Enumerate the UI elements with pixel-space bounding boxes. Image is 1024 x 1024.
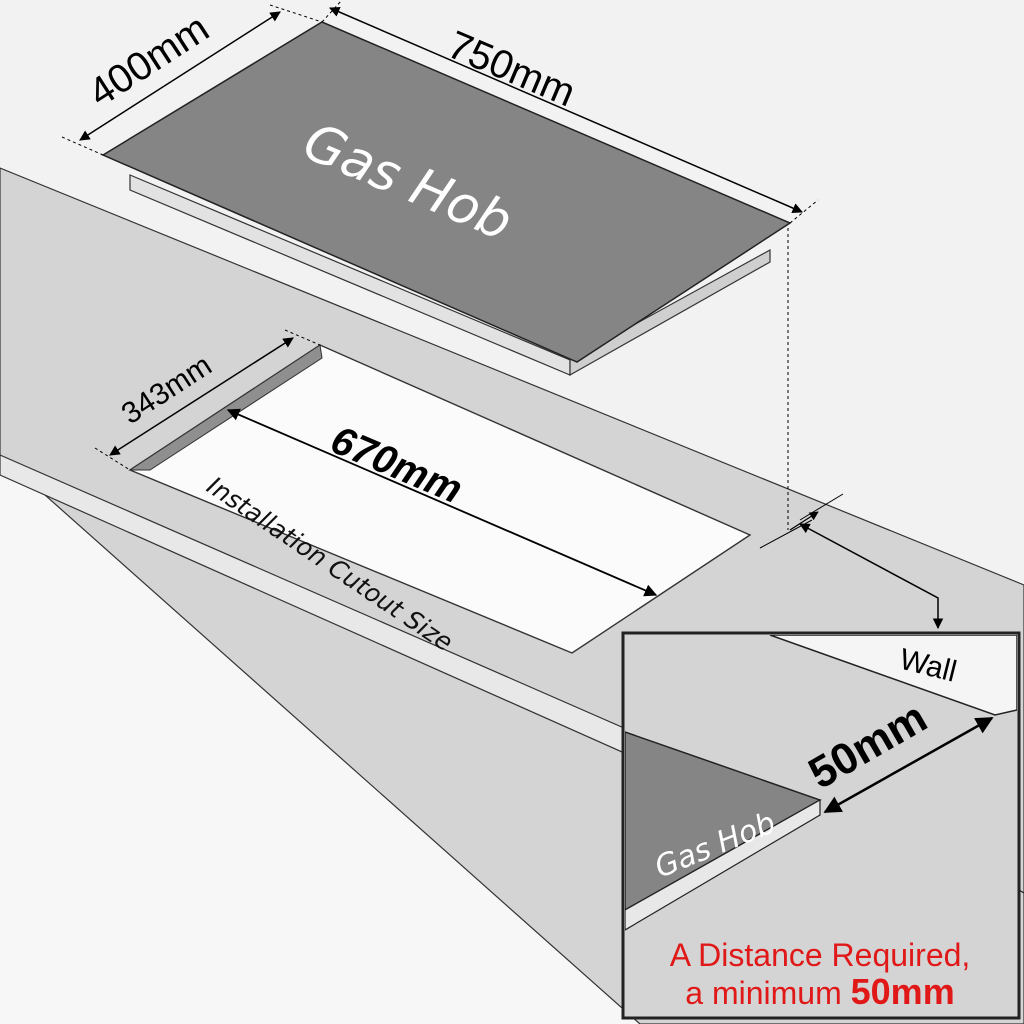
inset-note-line1: A Distance Required, bbox=[670, 937, 971, 973]
inset-dim-line bbox=[823, 716, 994, 814]
dim-line-cutout-depth bbox=[109, 337, 294, 456]
inset-wall bbox=[769, 635, 1017, 716]
inset-note-line2-prefix: a minimum bbox=[685, 975, 850, 1011]
inset-hob-edge bbox=[625, 798, 821, 931]
dim-line-hob-depth bbox=[79, 11, 281, 141]
ext-line-1 bbox=[61, 136, 104, 156]
dim-line-cutout-width bbox=[226, 408, 658, 597]
inset-note-line2: a minimum 50mm bbox=[685, 971, 954, 1012]
ext-line-5 bbox=[94, 447, 131, 471]
ext-line-4 bbox=[789, 199, 819, 224]
detail-inset: Wall 50mm Gas Hob A Distance Required, a… bbox=[621, 631, 1021, 1020]
ext-line-6 bbox=[284, 329, 321, 346]
cabinet-edge-line bbox=[1018, 889, 1024, 894]
floor-area bbox=[0, 470, 640, 1024]
inset-note-line2-value: 50mm bbox=[851, 971, 955, 1012]
clearance-arrow-line bbox=[789, 511, 819, 531]
clearance-tick-2 bbox=[799, 493, 844, 521]
ext-line-3 bbox=[321, 0, 343, 23]
dim-line-hob-width bbox=[329, 6, 803, 214]
hob-side-body-right bbox=[569, 248, 771, 377]
leader-to-inset bbox=[799, 523, 944, 630]
